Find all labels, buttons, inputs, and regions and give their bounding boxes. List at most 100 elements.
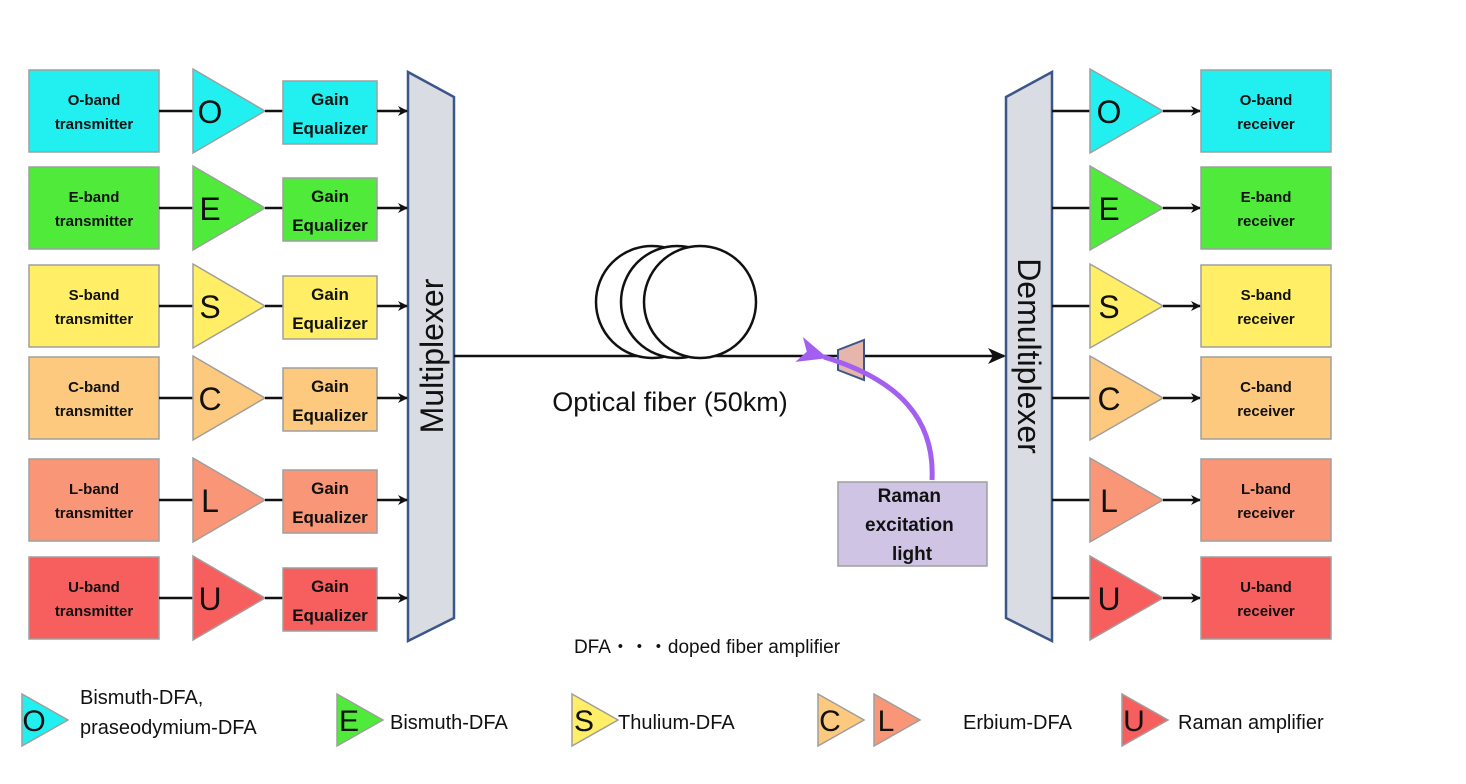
transmitter-label: C-band xyxy=(68,379,120,396)
receiver-label: receiver xyxy=(1237,116,1295,133)
transmitter-e: E-band transmitter xyxy=(28,166,160,250)
amplifier-u-icon: U xyxy=(192,554,267,642)
dfa-note: DFA・・・doped fiber amplifier xyxy=(574,637,841,658)
raman-excitation-box xyxy=(837,481,988,567)
equalizer-label: Equalizer xyxy=(292,119,368,138)
legend-label: Erbium-DFA xyxy=(963,712,1073,734)
transmitter-c: C-band transmitter xyxy=(28,356,160,440)
equalizer-label: Equalizer xyxy=(292,508,368,527)
raman-label-line-1: Raman xyxy=(878,486,941,507)
legend-amplifier-l-icon: L xyxy=(873,692,922,748)
multiplexer-label: Multiplexer xyxy=(414,278,450,433)
receiver-label: receiver xyxy=(1237,603,1295,620)
amplifier-letter: U xyxy=(1097,581,1120,617)
transmitter-label: transmitter xyxy=(55,311,134,328)
receiver-label: S-band xyxy=(1241,287,1292,304)
transmitter-label: E-band xyxy=(69,189,120,206)
amplifier-letter: U xyxy=(198,581,221,617)
equalizer-label: Gain xyxy=(311,285,349,304)
amplifier-o-icon: O xyxy=(192,67,267,155)
equalizer-label: Gain xyxy=(311,577,349,596)
receiver-label: receiver xyxy=(1237,213,1295,230)
amplifier-c-icon: C xyxy=(192,354,267,442)
amplifier-letter: S xyxy=(1098,289,1119,325)
amplifier-letter: O xyxy=(1097,94,1122,130)
transmitter-label: L-band xyxy=(69,481,119,498)
legend-letter: O xyxy=(22,705,45,738)
equalizer-label: Equalizer xyxy=(292,216,368,235)
receiver-label: receiver xyxy=(1237,505,1295,522)
receiver-label: O-band xyxy=(1240,92,1293,109)
receiver-u: U-band receiver xyxy=(1200,556,1332,640)
fiber-coil-icon xyxy=(594,244,758,360)
rx-amplifier-l-icon: L xyxy=(1089,456,1165,544)
amplifier-e-icon: E xyxy=(192,164,267,252)
fiber-label: Optical fiber (50km) xyxy=(552,387,788,417)
amplifier-s-icon: S xyxy=(192,262,267,350)
legend-amplifier-e-icon: E xyxy=(336,692,385,748)
transmitter-label: O-band xyxy=(68,92,121,109)
receiver-label: U-band xyxy=(1240,579,1292,596)
transmitter-label: transmitter xyxy=(55,403,134,420)
amplifier-letter: C xyxy=(198,381,221,417)
legend-letter: L xyxy=(878,705,895,738)
rx-amplifier-o-icon: O xyxy=(1089,67,1165,155)
legend-letter: U xyxy=(1123,705,1145,738)
rx-amplifier-s-icon: S xyxy=(1089,262,1165,350)
equalizer-label: Gain xyxy=(311,90,349,109)
legend-label: praseodymium-DFA xyxy=(80,717,257,739)
legend-amplifier-o-icon: O xyxy=(21,692,70,748)
legend-label: Raman amplifier xyxy=(1178,712,1324,734)
rx-amplifier-e-icon: E xyxy=(1089,164,1165,252)
transmitter-label: transmitter xyxy=(55,603,134,620)
equalizer-label: Gain xyxy=(311,377,349,396)
equalizer-label: Gain xyxy=(311,187,349,206)
legend-item: U Raman amplifier xyxy=(1121,692,1324,748)
multiplexer: Multiplexer xyxy=(406,69,456,644)
raman-coupler-icon xyxy=(837,338,865,382)
equalizer-label: Equalizer xyxy=(292,314,368,333)
transmitter-label: transmitter xyxy=(55,213,134,230)
amplifier-letter: L xyxy=(201,483,219,519)
amplifier-letter: S xyxy=(199,289,220,325)
transmitter-label: transmitter xyxy=(55,505,134,522)
legend-amplifier-u-icon: U xyxy=(1121,692,1170,748)
optical-fiber-link: Optical fiber (50km) xyxy=(454,244,1006,417)
raman-pump-arrow xyxy=(795,337,935,481)
raman-label-line-3: light xyxy=(892,544,933,565)
amplifier-letter: E xyxy=(1098,191,1119,227)
